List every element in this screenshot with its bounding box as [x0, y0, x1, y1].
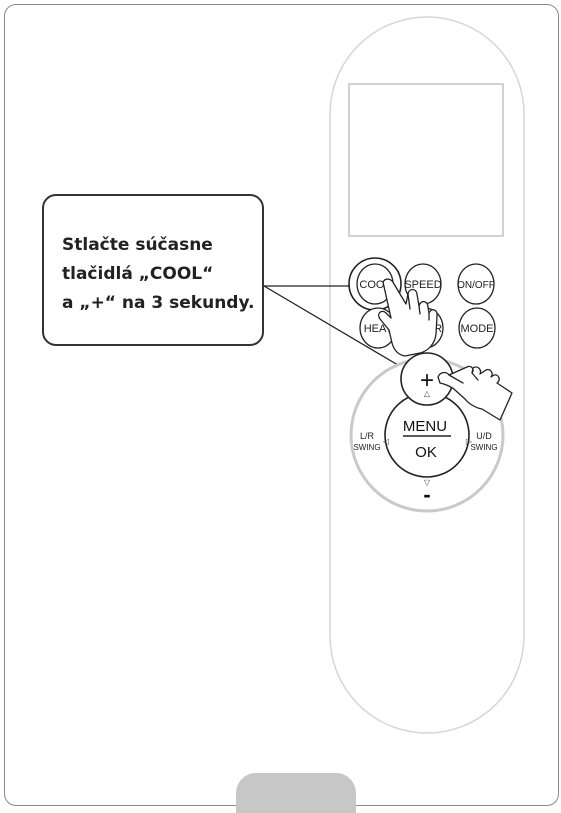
instruction-callout-box — [42, 194, 264, 346]
left-arrow-icon: ◁ — [383, 437, 390, 446]
ud-swing-label-2[interactable]: SWING — [470, 443, 497, 452]
lr-swing-label-1[interactable]: L/R — [360, 431, 375, 441]
remote-display — [348, 83, 504, 237]
remote-control-illustration: COOL SPEED ON/OFF HEAT TIMER MODE + △ ME… — [263, 16, 525, 734]
mode-button-label: MODE — [461, 323, 494, 335]
callout-line-3: a „+“ na 3 sekundy. — [62, 293, 255, 313]
callout-line-1: Stlačte súčasne — [62, 235, 213, 255]
pointing-hand-icon-lower — [437, 365, 513, 421]
onoff-button-label: ON/OFF — [457, 280, 495, 291]
pointing-hand-icon-upper — [378, 278, 438, 357]
lr-swing-label-2[interactable]: SWING — [353, 443, 380, 452]
instruction-callout-text: Stlačte súčasne tlačidlá „COOL“ a „+“ na… — [62, 231, 272, 318]
page-tab — [236, 773, 356, 813]
menu-button-label[interactable]: MENU — [403, 418, 447, 435]
mode-button-outline[interactable] — [458, 307, 496, 349]
callout-line-2: tlačidlá „COOL“ — [62, 264, 214, 284]
down-arrow-icon: ▽ — [424, 478, 431, 487]
ok-button-label[interactable]: OK — [415, 444, 437, 461]
right-arrow-icon: ▷ — [466, 437, 473, 446]
leader-line-plus — [263, 285, 404, 369]
plus-button-label[interactable]: + — [420, 367, 434, 394]
up-arrow-icon: △ — [424, 389, 431, 398]
minus-button-label[interactable]: - — [423, 482, 430, 507]
onoff-button-outline[interactable] — [457, 263, 495, 305]
ud-swing-label-1[interactable]: U/D — [476, 431, 492, 441]
speed-button-label: SPEED — [404, 279, 441, 291]
